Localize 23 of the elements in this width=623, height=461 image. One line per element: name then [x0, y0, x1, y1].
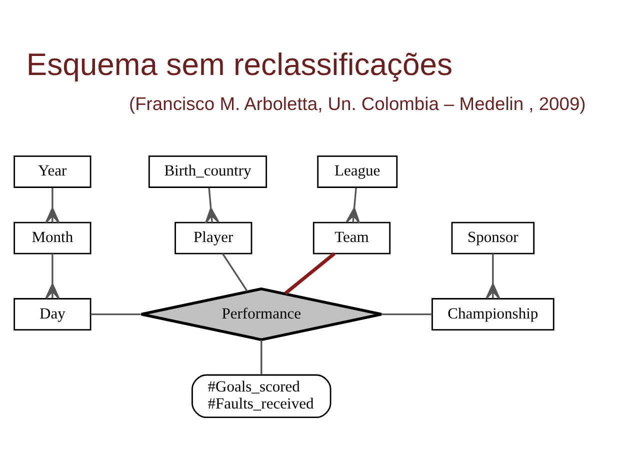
node-diamond: Performance: [140, 286, 383, 341]
node-box: #Goals_scored #Faults_received: [192, 374, 332, 418]
label: (Francisco M. Arboletta, Un. Colombia – Medelin , 2009): [129, 92, 586, 114]
node-box: Year: [14, 154, 92, 188]
connector: [486, 253, 500, 299]
node-box: Sponsor: [451, 221, 535, 254]
diagram-title: Esquema sem reclassificações: [26, 46, 453, 82]
connector: [45, 253, 60, 299]
connector: [284, 252, 336, 294]
connector: [45, 187, 60, 223]
node-box: Team: [312, 221, 391, 254]
connector: [260, 339, 262, 374]
node-box: League: [317, 154, 398, 188]
connector: [222, 252, 248, 292]
node-box: Day: [14, 298, 92, 330]
node-box: Month: [14, 221, 92, 254]
connector: [90, 312, 141, 315]
connector: [346, 187, 360, 224]
node-box: Championship: [432, 298, 554, 330]
node-box: Birth_country: [148, 154, 268, 188]
node-box: Player: [174, 221, 252, 254]
connector: [382, 312, 432, 315]
connector: [204, 187, 220, 224]
